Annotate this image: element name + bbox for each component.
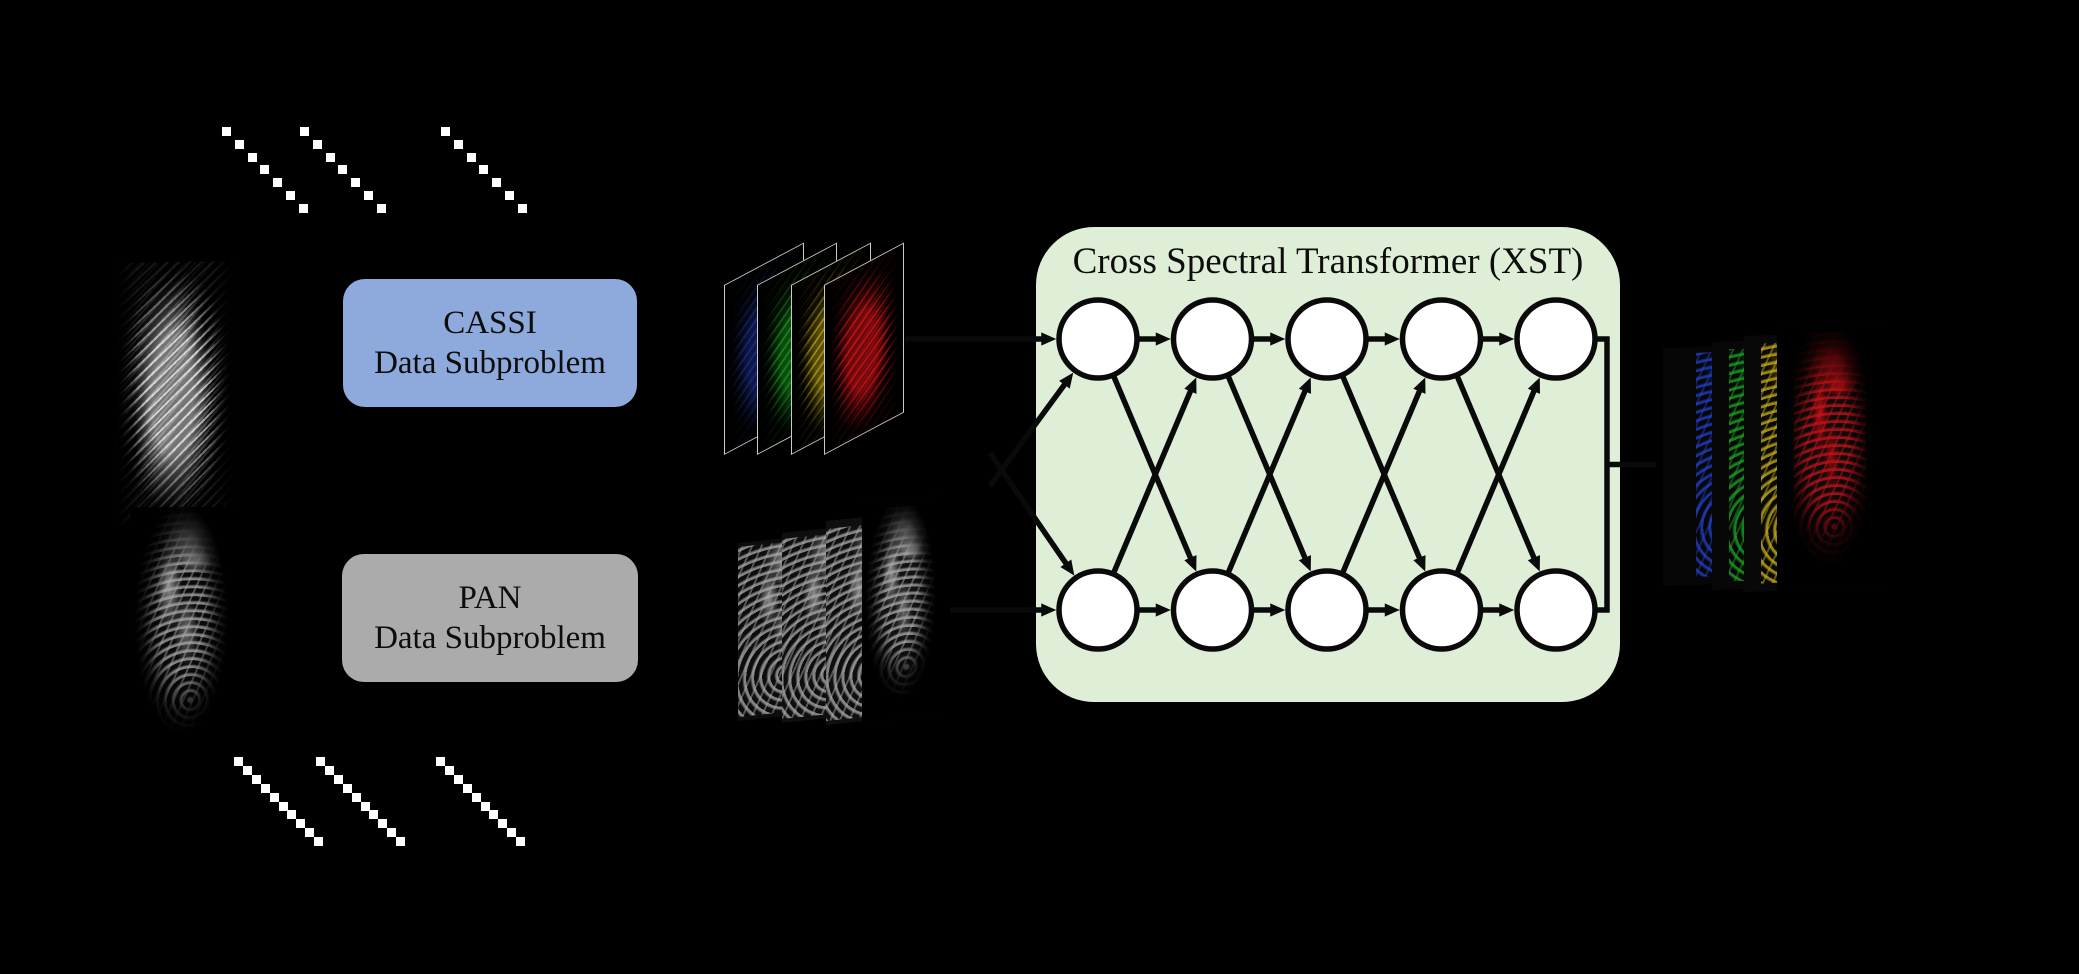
xst-title: Cross Spectral Transformer (XST)	[1072, 241, 1584, 282]
cassi-box-label-line1: CASSI	[443, 304, 537, 341]
mask-dash-square-bottom	[342, 783, 352, 793]
mask-dash-square-top	[312, 139, 322, 149]
xst-edge-arrow	[1225, 377, 1311, 574]
mask-dash-square-bottom	[287, 810, 297, 820]
mask-dash-square-bottom	[396, 837, 406, 847]
xst-edge-arrow	[1454, 377, 1540, 574]
mask-dash-square-bottom	[360, 801, 370, 811]
mask-dash-square-bottom	[507, 828, 517, 838]
xst-node-r2c1	[1056, 568, 1140, 652]
mask-dash-square-top	[286, 191, 295, 200]
xst-node-r2c5	[1514, 568, 1598, 652]
mask-dash-square-bottom	[387, 828, 397, 838]
mask-dash-square-bottom	[296, 819, 306, 829]
mask-dash-square-top	[517, 203, 527, 213]
mask-dash-square-top	[234, 139, 244, 149]
xst-node-r1c4	[1399, 297, 1484, 381]
mask-dash-square-bottom	[305, 828, 315, 838]
mask-dash-square-bottom	[269, 792, 279, 802]
mask-dash-square-bottom	[260, 783, 270, 793]
xst-edge-arrow	[1111, 377, 1197, 574]
mask-dash-square-top	[376, 203, 386, 213]
mask-dash-square-bottom	[314, 837, 324, 847]
mask-dash-square-top	[466, 152, 476, 162]
mask-dash-square-top	[273, 178, 283, 188]
mask-dash-square-top	[325, 152, 335, 162]
xst-node-r1c2	[1170, 297, 1255, 381]
mask-dash-square-bottom	[278, 801, 288, 811]
xst-edge-arrow	[1340, 375, 1426, 572]
pan-box-label-line2: Data Subproblem	[374, 620, 606, 656]
mask-dash-square-bottom	[471, 792, 481, 802]
xst-edge-arrow	[1454, 375, 1540, 572]
mask-dash-square-bottom	[369, 810, 379, 820]
mask-dash-square-top	[260, 165, 270, 175]
xst-edge-arrow	[987, 372, 1074, 488]
mask-dash-square-top	[247, 152, 257, 162]
mask-dash-square-top	[222, 127, 231, 136]
mask-dash-square-bottom	[480, 801, 490, 811]
xst-output-bracket	[1597, 336, 1656, 613]
mask-dash-square-bottom	[516, 837, 526, 847]
mask-dash-square-top	[298, 203, 308, 213]
mask-dash-square-top	[492, 178, 502, 188]
mask-dash-square-top	[479, 165, 489, 175]
mask-dash-square-bottom	[489, 810, 499, 820]
mask-dash-square-bottom	[234, 757, 243, 766]
mask-dash-square-bottom	[498, 819, 508, 829]
mask-dash-square-bottom	[378, 819, 388, 829]
mask-dash-square-bottom	[351, 792, 361, 802]
mask-dash-square-top	[351, 178, 361, 188]
xst-edge-arrow	[1340, 377, 1426, 574]
mask-dash-square-bottom	[436, 757, 445, 766]
xst-node-r2c4	[1399, 568, 1484, 652]
cassi-box-label-line2: Data Subproblem	[374, 345, 606, 381]
mask-dash-square-top	[441, 127, 450, 136]
xst-node-r1c3	[1285, 297, 1369, 381]
xst-node-r2c2	[1170, 568, 1255, 652]
mask-dash-square-top	[364, 191, 373, 200]
mask-dash-square-bottom	[462, 783, 472, 793]
mask-dash-square-top	[453, 139, 463, 149]
xst-node-r1c5	[1514, 297, 1598, 381]
mask-dash-square-top	[338, 165, 348, 175]
pan-data-subproblem-box: PAN Data Subproblem	[342, 554, 638, 682]
mask-dash-square-top	[505, 191, 514, 200]
mask-dash-square-bottom	[242, 765, 252, 775]
xst-node-r1c1	[1056, 297, 1140, 381]
mask-dash-square-bottom	[251, 774, 261, 784]
xst-node-r2c3	[1285, 568, 1369, 652]
xst-edge-arrow	[1111, 375, 1197, 572]
mask-dash-square-bottom	[453, 774, 463, 784]
pan-box-label-line1: PAN	[458, 579, 522, 616]
xst-edge-arrow	[1225, 375, 1311, 572]
mask-dash-square-bottom	[324, 765, 334, 775]
mask-dash-square-bottom	[333, 774, 343, 784]
mask-dash-square-bottom	[316, 757, 325, 766]
mask-dash-square-bottom	[444, 765, 454, 775]
mask-dash-square-top	[300, 127, 309, 136]
cassi-data-subproblem-box: CASSI Data Subproblem	[343, 279, 637, 407]
